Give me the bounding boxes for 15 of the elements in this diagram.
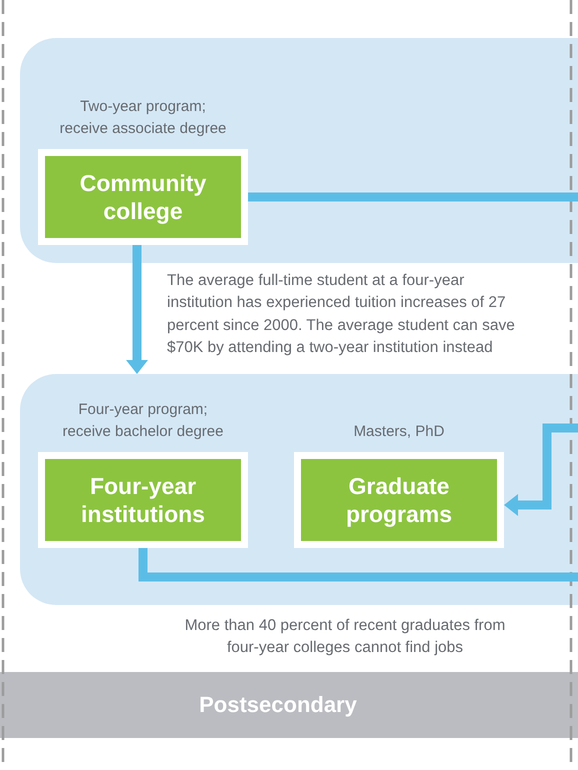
process-box: Four-year institutions	[38, 452, 248, 548]
section-band: Postsecondary	[0, 672, 578, 738]
note-text: More than 40 percent of recent graduates from four-year colleges cannot find jobs	[184, 616, 506, 658]
box-caption: Four-year program; receive bachelor degree	[62, 400, 224, 442]
connector-line	[138, 548, 578, 582]
box-caption: Masters, PhD	[352, 422, 446, 442]
connector-arrow	[126, 245, 148, 374]
connector-arrow	[504, 424, 578, 516]
box-caption: Two-year program; receive associate degree	[58, 97, 228, 139]
process-box: Graduate programs	[294, 452, 504, 548]
process-box: Community college	[38, 149, 248, 245]
note-text: The average full-time student at a four-year institution has experienced tuition increases of 27 percent since 2000. The average student can save $70K by attending a two-year institution instead	[167, 271, 516, 358]
stage-panel	[20, 374, 578, 605]
connector-line	[248, 192, 578, 202]
stage-panel	[20, 38, 578, 263]
